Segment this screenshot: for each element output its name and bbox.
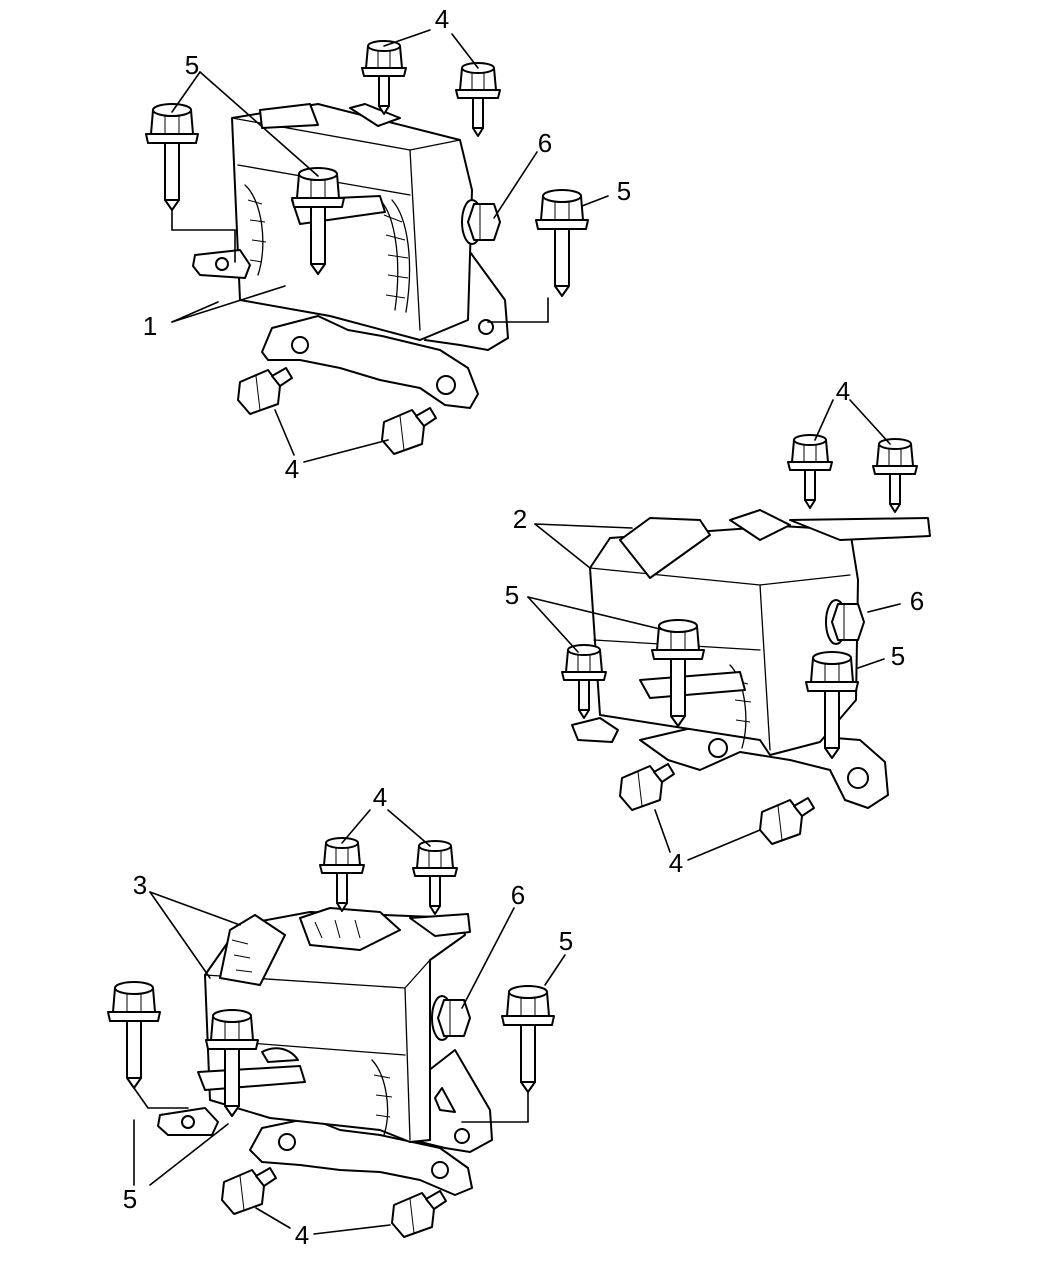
mount-2-top-bolt-b: [872, 438, 918, 513]
mount-2-lower-bolt-b: [759, 797, 815, 845]
callout-part-4-c: 4: [836, 376, 850, 406]
mount-2-top-bolt-a: [787, 434, 833, 509]
callout-part-4-a: 4: [435, 4, 449, 34]
mount-2-side-nut: [825, 599, 865, 645]
callout-part-4-e: 4: [373, 782, 387, 812]
mount-assembly-3: 3 4 6 5 5 4: [107, 782, 573, 1250]
mount-1-right-bolt: [535, 189, 589, 297]
mount-assembly-1: 1 5 4 6 5 4: [143, 4, 631, 484]
mount-2-left-lip: [571, 717, 619, 743]
mount-3-top-bolt-b: [412, 840, 458, 915]
mount-3-top-bolt-a: [319, 837, 365, 912]
callout-part-1: 1: [143, 311, 157, 341]
mount-3-left-bolt: [107, 981, 161, 1089]
mount-3-right-bolt: [501, 985, 555, 1093]
mount-1-left-bolt: [145, 103, 199, 211]
callout-part-6-a: 6: [538, 128, 552, 158]
callout-part-6-b: 6: [910, 586, 924, 616]
callout-part-3: 3: [133, 870, 147, 900]
callout-part-4-b: 4: [285, 454, 299, 484]
callout-part-5-d: 5: [891, 641, 905, 671]
mount-3-lower-bolt-b: [391, 1190, 447, 1238]
mount-1-top-bolt-b: [455, 62, 501, 137]
callout-part-5-f: 5: [123, 1184, 137, 1214]
mount-3-lower-bolt-a: [221, 1167, 277, 1215]
mount-2-housing: [589, 525, 859, 756]
callout-part-4-d: 4: [669, 848, 683, 878]
mount-1-lower-bolt-a: [237, 367, 293, 415]
mount-1-lower-bolt-b: [381, 407, 437, 455]
callout-part-6-c: 6: [511, 880, 525, 910]
callout-part-2: 2: [513, 504, 527, 534]
mount-2-lower-bolt-a: [619, 763, 675, 811]
callout-part-4-f: 4: [295, 1220, 309, 1250]
callout-part-5-c: 5: [505, 580, 519, 610]
callout-part-5-a: 5: [185, 50, 199, 80]
mount-1-top-bolt-a: [361, 40, 407, 115]
mount-1-side-nut: [461, 199, 501, 245]
callout-part-5-b: 5: [617, 176, 631, 206]
mount-1-base-bracket: [261, 315, 479, 409]
mount-assembly-2: 2 5 4 6 5 4: [505, 376, 931, 878]
callout-part-5-e: 5: [559, 926, 573, 956]
